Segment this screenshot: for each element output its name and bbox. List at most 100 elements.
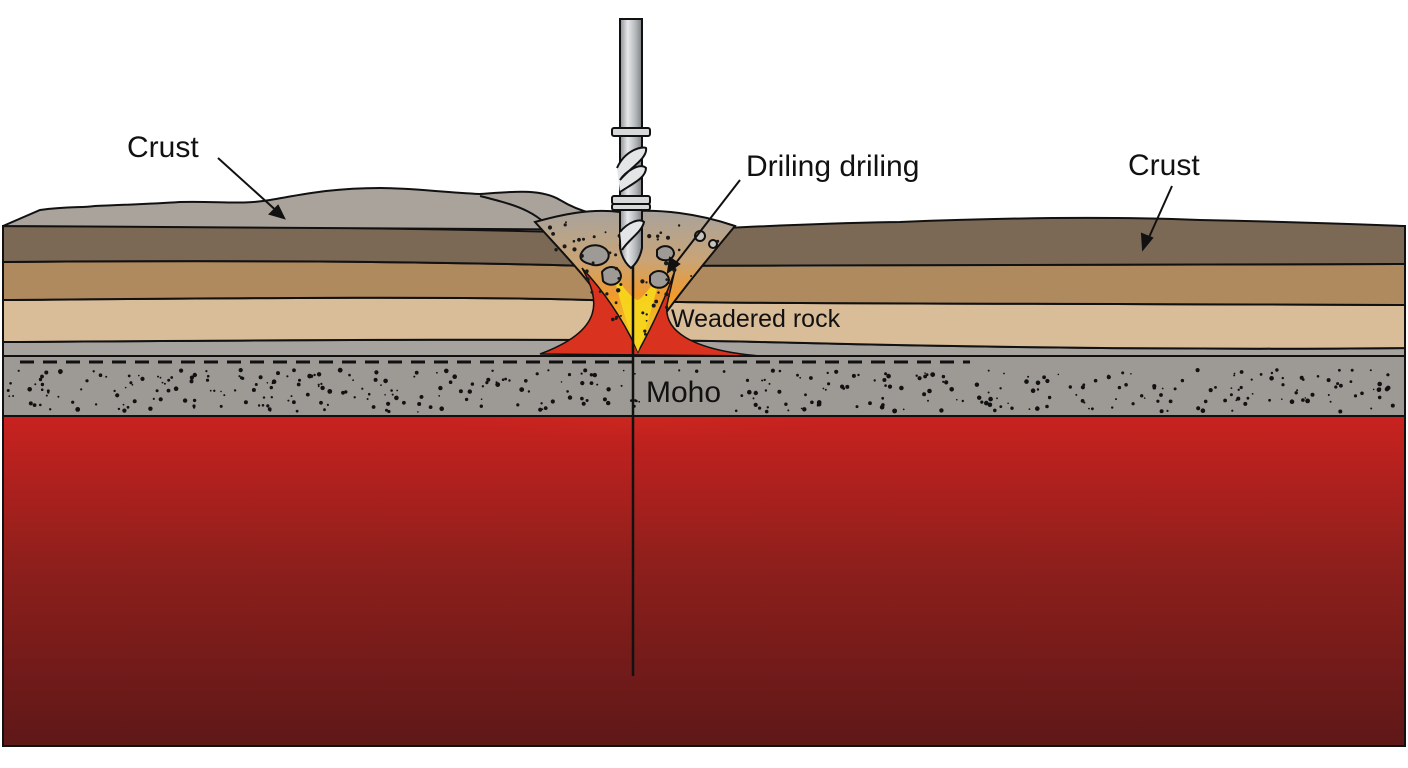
speckle	[501, 378, 505, 382]
speckle	[1173, 387, 1177, 391]
speckle	[1080, 385, 1085, 390]
speckle	[161, 381, 164, 384]
speckle	[1121, 371, 1125, 375]
speckle	[582, 237, 585, 241]
speckle	[34, 383, 37, 386]
speckle	[656, 238, 659, 241]
speckle	[1304, 397, 1307, 399]
speckle	[192, 406, 196, 409]
speckle	[1269, 376, 1274, 381]
speckle	[173, 386, 179, 392]
speckle	[605, 292, 609, 296]
speckle	[105, 375, 108, 378]
speckle	[261, 404, 265, 407]
speckle	[826, 371, 829, 375]
speckle	[1329, 400, 1332, 403]
speckle	[131, 383, 134, 386]
speckle	[148, 406, 153, 411]
speckle	[1350, 368, 1354, 372]
speckle	[654, 299, 659, 304]
speckle	[495, 382, 501, 387]
speckle	[857, 373, 860, 377]
speckle	[617, 277, 621, 280]
speckle	[1140, 394, 1144, 398]
speckle	[580, 381, 585, 386]
speckle	[560, 381, 563, 383]
speckle	[659, 231, 663, 234]
speckle	[589, 373, 594, 377]
speckle	[881, 396, 885, 400]
speckle	[615, 315, 619, 319]
speckle	[157, 375, 159, 378]
speckle	[787, 409, 790, 412]
speckle	[752, 397, 755, 400]
drill-shaft	[619, 18, 643, 130]
speckle	[1117, 385, 1122, 390]
speckle	[1353, 394, 1358, 398]
speckle	[942, 380, 945, 383]
speckle	[80, 388, 83, 391]
speckle	[1180, 378, 1185, 383]
speckle	[1250, 378, 1253, 381]
speckle	[677, 248, 681, 252]
speckle	[643, 329, 647, 333]
speckle	[647, 234, 652, 239]
speckle	[1030, 388, 1036, 394]
speckle	[1230, 387, 1233, 389]
speckle	[551, 232, 555, 236]
speckle	[1376, 387, 1382, 393]
speckle	[495, 381, 498, 384]
speckle	[645, 313, 648, 316]
speckle	[1327, 394, 1330, 396]
speckle	[1385, 385, 1391, 391]
speckle	[540, 402, 543, 405]
speckle	[380, 384, 382, 386]
speckle	[927, 399, 929, 402]
speckle	[122, 408, 127, 413]
speckle	[254, 383, 258, 386]
speckle	[452, 374, 458, 380]
speckle	[563, 223, 567, 227]
speckle	[12, 395, 15, 397]
crust-right-label: Crust	[1128, 149, 1200, 182]
speckle	[645, 281, 648, 284]
speckle	[1369, 369, 1372, 372]
speckle	[740, 394, 744, 397]
speckle	[590, 290, 594, 294]
speckle	[386, 401, 391, 406]
speckle	[271, 379, 277, 385]
speckle	[326, 403, 329, 406]
speckle	[996, 397, 998, 400]
speckle	[1233, 374, 1236, 377]
speckle	[9, 382, 12, 385]
speckle	[784, 402, 788, 406]
speckle	[768, 382, 771, 385]
speckle	[40, 388, 44, 392]
speckle	[391, 393, 394, 396]
speckle	[810, 400, 814, 405]
speckle	[419, 395, 424, 399]
speckle	[138, 374, 140, 377]
drilling-arrowhead	[666, 256, 681, 275]
speckle	[320, 385, 325, 391]
speckle	[640, 279, 645, 284]
speckle	[1229, 393, 1233, 397]
speckle	[438, 395, 441, 397]
speckle	[127, 374, 131, 378]
speckle	[152, 397, 155, 400]
speckle	[28, 401, 33, 406]
label-arrows	[217, 157, 1173, 275]
crust-left-label: Crust	[127, 131, 199, 164]
speckle	[604, 231, 607, 234]
moho-label: Moho	[646, 376, 721, 409]
speckle	[1299, 375, 1304, 380]
hot-core	[612, 270, 662, 352]
speckle	[753, 390, 758, 396]
speckle	[956, 398, 958, 401]
speckle	[1093, 378, 1098, 383]
speckle	[977, 395, 982, 400]
drill-tip-spiral	[619, 219, 646, 251]
speckle	[6, 389, 10, 392]
speckle	[39, 403, 42, 407]
